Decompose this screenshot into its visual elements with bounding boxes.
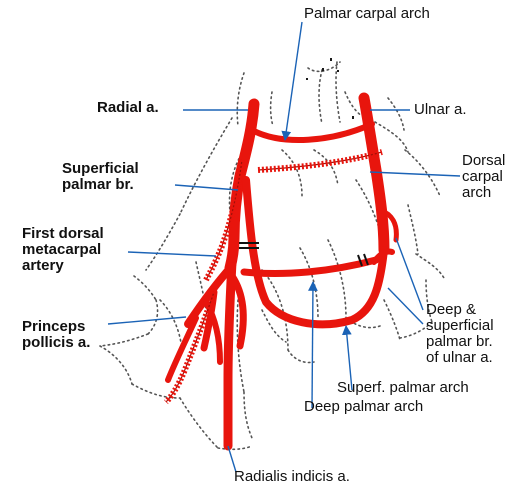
palmar-carpal-arch — [252, 124, 372, 140]
label-superf-palmar-arch: Superf. palmar arch — [337, 380, 469, 396]
leader-first-dorsal-metacarpal — [128, 252, 216, 256]
dorsal-carpal-arch-vessel — [258, 152, 382, 170]
leader-deep-superficial-a — [396, 238, 423, 310]
wrist-specks — [306, 58, 354, 119]
radialis-indicis-artery — [228, 262, 232, 446]
label-radial-a: Radial a. — [97, 100, 159, 116]
leader-palmar-carpal-arch — [285, 22, 302, 140]
label-deep-superficial-palmar-br-ulnar: Deep & superficial palmar br. of ulnar a… — [426, 302, 494, 366]
ulnar-artery — [364, 98, 384, 250]
label-radialis-indicis-a: Radialis indicis a. — [234, 469, 350, 485]
label-ulnar-a: Ulnar a. — [414, 102, 467, 118]
label-superficial-palmar-br: Superficial palmar br. — [62, 161, 139, 193]
label-first-dorsal-metacarpal-artery: First dorsal metacarpal artery — [22, 226, 104, 274]
superficial-palmar-arch — [246, 180, 384, 324]
label-princeps-pollicis-a: Princeps pollicis a. — [22, 319, 90, 351]
leader-superficial-palmar-br — [175, 185, 238, 190]
leader-deep-palmar-arch — [312, 282, 313, 408]
label-palmar-carpal-arch: Palmar carpal arch — [304, 6, 430, 22]
deep-palmar-arch — [244, 260, 376, 274]
leader-dorsal-carpal-arch — [370, 172, 460, 176]
label-deep-palmar-arch: Deep palmar arch — [304, 399, 423, 415]
label-dorsal-carpal-arch: Dorsal carpal arch — [462, 153, 505, 201]
